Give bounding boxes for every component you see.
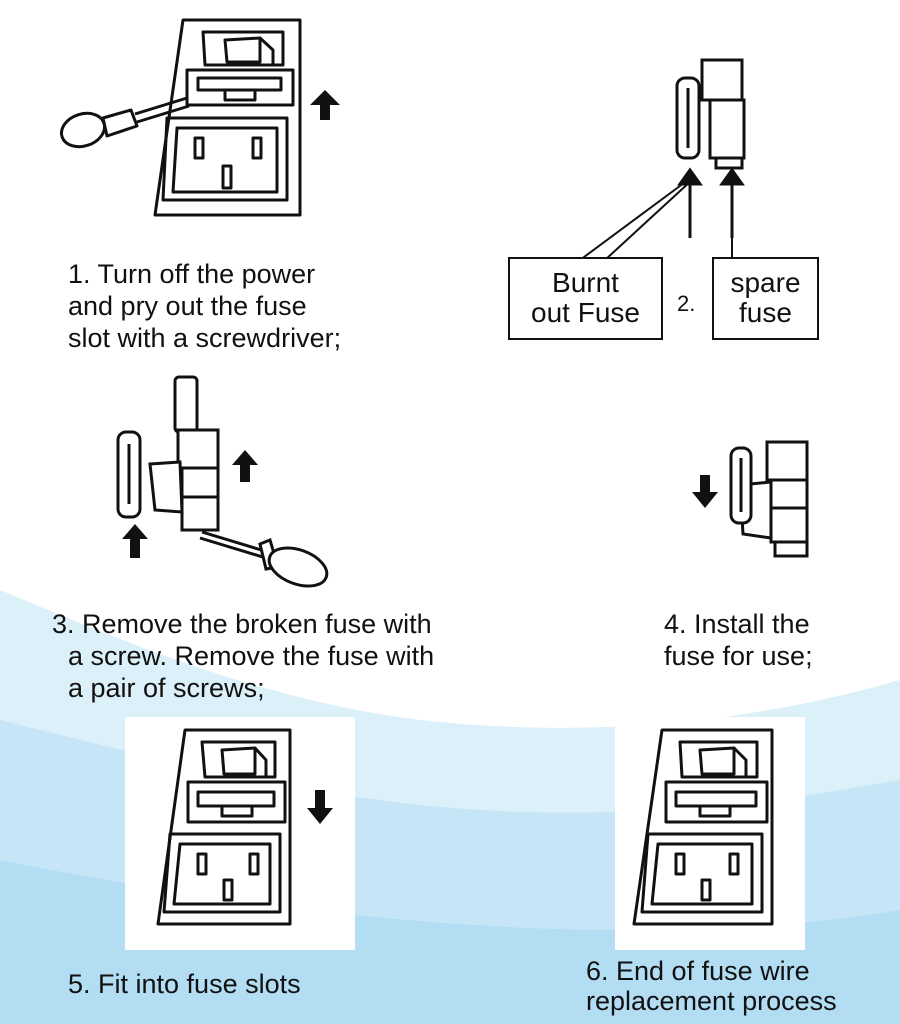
fuse-icon	[116, 430, 142, 519]
step2-number: 2.	[677, 291, 696, 316]
spare-fuse-label-box	[712, 257, 819, 340]
arrow-up-icon	[310, 90, 340, 120]
power-socket-icon	[632, 728, 774, 926]
step3-text-line3: a pair of screws;	[68, 673, 265, 703]
step4-text-line2: fuse for use;	[664, 641, 813, 671]
burnt-fuse-label-box	[508, 257, 663, 340]
step6-text-line2: replacement process	[586, 986, 837, 1016]
fuse-icon	[675, 76, 701, 160]
fuse-holder-icon	[738, 440, 809, 558]
power-socket-icon	[156, 728, 292, 926]
arrow-down-icon	[692, 475, 718, 508]
step4-text-line1: 4. Install the	[664, 609, 810, 639]
step6-text-line1: 6. End of fuse wire	[586, 956, 810, 986]
burnt-fuse-label-line2: out Fuse	[531, 297, 640, 328]
step5-illustration	[156, 728, 333, 926]
step6-illustration	[632, 728, 774, 926]
step2-illustration	[675, 58, 746, 238]
step1-text-line2: and pry out the fuse	[68, 291, 307, 321]
step3-illustration	[116, 375, 329, 588]
step4-illustration	[692, 440, 809, 558]
fuse-holder-icon	[700, 58, 746, 170]
step3-text-line1: 3. Remove the broken fuse with	[52, 609, 432, 639]
screwdriver-icon	[199, 530, 329, 588]
arrow-up-icon	[122, 450, 258, 558]
step2-callout-lines	[579, 179, 750, 261]
fuse-holder-icon	[148, 375, 220, 532]
step5-text-line1: 5. Fit into fuse slots	[68, 969, 301, 999]
screwdriver-icon	[60, 96, 190, 149]
step3-text-line2: a screw. Remove the fuse with	[68, 641, 435, 671]
fuse-icon	[729, 446, 753, 525]
spare-fuse-label-line1: spare	[730, 267, 801, 298]
power-socket-icon	[153, 18, 302, 217]
spare-fuse-label-line2: fuse	[739, 297, 792, 328]
step1-text-line1: 1. Turn off the power	[68, 259, 316, 289]
step1-illustration	[60, 18, 340, 217]
burnt-fuse-label-line1: Burnt	[552, 267, 619, 298]
arrow-down-icon	[307, 790, 333, 824]
step1-text-line3: slot with a screwdriver;	[68, 323, 342, 353]
